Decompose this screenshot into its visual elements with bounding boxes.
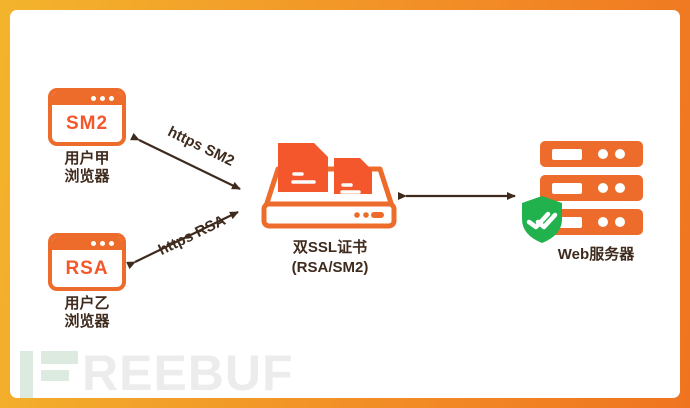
browser-b-badge: RSA [65, 257, 109, 279]
certificate-file-icons [278, 143, 372, 194]
browser-a-badge: SM2 [65, 112, 109, 134]
rsa-link-arrow [126, 211, 239, 270]
freebuf-logo-icon [41, 351, 78, 398]
server-rack-icon [540, 141, 643, 167]
browser-b-label: 用户乙 浏览器 [37, 295, 137, 331]
server-slot [552, 149, 582, 160]
gateway-base [261, 201, 397, 229]
certificate-text-lines [291, 172, 361, 194]
browser-b-window-icon: RSA [48, 233, 126, 291]
watermark-text: REEBUF [82, 345, 294, 401]
browser-b-label-line1: 用户乙 [64, 295, 110, 312]
server-rack-icon [540, 175, 643, 201]
browser-dot-icon [100, 241, 105, 246]
server-dot-icon [598, 149, 608, 159]
web-server-label: Web服务器 [557, 246, 635, 263]
browser-a-label-line2: 浏览器 [64, 168, 110, 185]
browser-titlebar [52, 92, 122, 105]
server-dot-icon [598, 183, 608, 193]
gateway-label-line2: (RSA/SM2) [291, 259, 369, 276]
gateway-device-icon [261, 143, 397, 229]
server-dot-icon [615, 183, 625, 193]
browser-titlebar [52, 237, 122, 250]
browser-dot-icon [91, 241, 96, 246]
server-dot-icon [615, 149, 625, 159]
browser-dot-icon [109, 241, 114, 246]
browser-dot-icon [109, 96, 114, 101]
gateway-label-line1: 双SSL证书 [292, 239, 368, 256]
freebuf-logo-icon [20, 351, 33, 398]
sm2-link-arrow [130, 132, 241, 190]
server-dot-icon [598, 217, 608, 227]
server-slot [552, 183, 582, 194]
browser-a-label: 用户甲 浏览器 [37, 150, 137, 186]
browser-a-window-icon: SM2 [48, 88, 126, 146]
browser-dot-icon [91, 96, 96, 101]
browser-dot-icon [100, 96, 105, 101]
gateway-leds [354, 212, 384, 218]
shield-check-icon [522, 196, 562, 243]
server-dot-icon [615, 217, 625, 227]
server-slot [552, 217, 582, 228]
freebuf-watermark: REEBUF [20, 345, 294, 401]
browser-a-label-line1: 用户甲 [64, 150, 110, 167]
browser-b-label-line2: 浏览器 [64, 313, 110, 330]
gateway-label: 双SSL证书 (RSA/SM2) [268, 238, 392, 278]
